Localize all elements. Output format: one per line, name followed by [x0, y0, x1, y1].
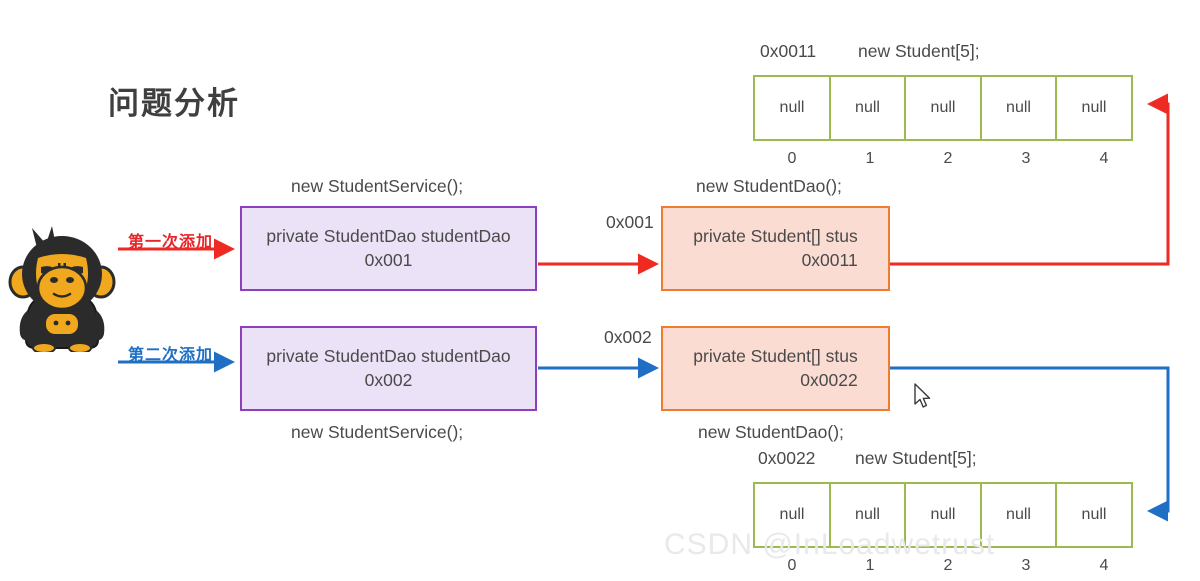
service-caption-first: new StudentService(); — [291, 176, 464, 196]
student-array-first: null null null null null — [753, 75, 1133, 141]
dao-line1-first: private Student[] stus — [693, 225, 858, 246]
array-cell: null — [753, 482, 831, 548]
array-cell: null — [1055, 75, 1133, 141]
array-index-row-second: 0 1 2 3 4 — [753, 557, 1143, 575]
array-caption-first: new Student[5]; — [858, 41, 980, 61]
array-cell: null — [904, 75, 982, 141]
dao-caption-second: new StudentDao(); — [698, 422, 844, 442]
service-line2-first: 0x001 — [364, 249, 413, 270]
array-index: 0 — [787, 557, 797, 574]
dao-line1-second: private Student[] stus — [693, 345, 858, 366]
array-index: 1 — [865, 150, 875, 167]
array-cell: null — [904, 482, 982, 548]
student-array-second: null null null null null — [753, 482, 1133, 548]
array-index: 3 — [1021, 150, 1031, 167]
array-cell: null — [828, 75, 907, 141]
array-address-second: 0x0022 — [758, 448, 816, 468]
csdn-watermark: CSDN @InLoadwetrust — [664, 528, 996, 561]
array-index: 0 — [787, 150, 797, 167]
student-dao-box-first: private Student[] stus 0x0011 — [661, 206, 890, 291]
pointer-label-second: 0x002 — [604, 327, 652, 347]
array-index-row-first: 0 1 2 3 4 — [753, 150, 1143, 168]
array-index: 2 — [943, 557, 953, 574]
service-line2-second: 0x002 — [364, 369, 413, 390]
array-address-first: 0x0011 — [760, 41, 817, 61]
dao-caption-first: new StudentDao(); — [696, 176, 842, 196]
service-line1-second: private StudentDao studentDao — [266, 345, 511, 366]
student-service-box-second: private StudentDao studentDao 0x002 — [240, 326, 537, 411]
array-index: 4 — [1099, 557, 1109, 574]
gorilla-mascot — [8, 222, 116, 354]
page-title: 问题分析 — [108, 86, 240, 121]
array-index: 3 — [1021, 557, 1031, 574]
dao-line2-second: 0x0022 — [800, 369, 858, 390]
array-cell: null — [828, 482, 907, 548]
array-index: 2 — [943, 150, 953, 167]
student-service-box-first: private StudentDao studentDao 0x001 — [240, 206, 537, 291]
array-cell: null — [979, 75, 1058, 141]
array-index: 4 — [1099, 150, 1109, 167]
dao-line2-first: 0x0011 — [801, 249, 858, 270]
array-cell: null — [753, 75, 831, 141]
service-caption-second: new StudentService(); — [291, 422, 464, 442]
array-index: 1 — [865, 557, 875, 574]
mouse-cursor-icon — [913, 383, 933, 411]
service-line1-first: private StudentDao studentDao — [266, 225, 511, 246]
array-caption-second: new Student[5]; — [855, 448, 977, 468]
first-add-arrow-label: 第一次添加 — [128, 234, 214, 251]
student-dao-box-second: private Student[] stus 0x0022 — [661, 326, 890, 411]
array-cell: null — [1055, 482, 1133, 548]
array-cell: null — [979, 482, 1058, 548]
second-add-arrow-label: 第二次添加 — [128, 347, 214, 364]
pointer-label-first: 0x001 — [606, 212, 654, 232]
